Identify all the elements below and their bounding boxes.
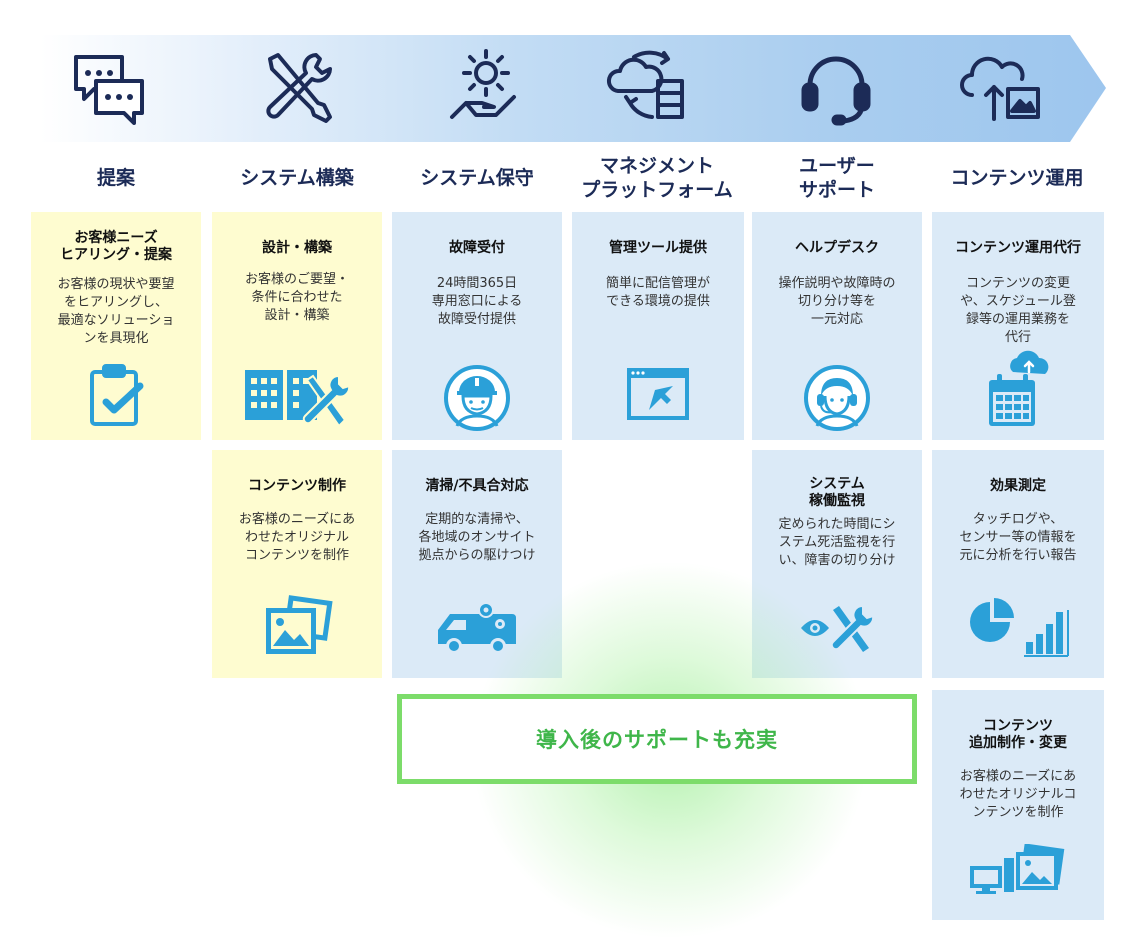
tools-icon [246, 42, 346, 132]
chat-bubbles-icon [58, 42, 158, 132]
card-title: 設計・構築 [262, 240, 332, 256]
card-desc: お客様のご要望・ 条件に合わせた 設計・構築 [244, 272, 349, 323]
card-desc: お客様のニーズにあ わせたオリジナルコ ンテンツを制作 [959, 769, 1077, 820]
process-arrow-band [40, 35, 1106, 142]
phase-proposal: 提案 [96, 167, 135, 189]
photos-icon [258, 594, 336, 660]
browser-cursor-icon [625, 366, 691, 422]
card-title: 効果測定 [990, 478, 1046, 494]
headset-icon [786, 42, 886, 132]
card-hearing: お客様ニーズ ヒアリング・提案 お客様の現状や要望 をヒアリングし、 最適なソリ… [31, 212, 201, 440]
card-desc: 定期的な清掃や、 各地域のオンサイト 拠点からの駆けつけ [418, 512, 536, 563]
card-title: お客様ニーズ ヒアリング・提案 [60, 230, 172, 263]
gear-hand-icon [434, 42, 534, 132]
card-desc: お客様のニーズにあ わせたオリジナル コンテンツを制作 [238, 512, 356, 563]
card-desc: コンテンツの変更 や、スケジュール登 録等の運用業務を 代行 [960, 276, 1076, 345]
card-title: システム 稼働監視 [809, 476, 865, 509]
pie-bar-chart-icon [966, 592, 1070, 658]
card-desc: 操作説明や故障時の 切り分け等を 一元対応 [778, 276, 896, 327]
phase-content-operation: コンテンツ運用 [950, 167, 1084, 189]
card-design: 設計・構築 お客様のご要望・ 条件に合わせた 設計・構築 [212, 212, 382, 440]
cloud-server-icon [598, 42, 698, 132]
card-desc: 24時間365日 専用窓口による 故障受付提供 [431, 276, 523, 327]
card-title: コンテンツ制作 [248, 478, 346, 494]
card-fault-reception: 故障受付 24時間365日 専用窓口による 故障受付提供 [392, 212, 562, 440]
card-effect-measurement: 効果測定 タッチログや、 センサー等の情報を 元に分析を行い報告 [932, 450, 1104, 678]
building-wrench-icon [241, 360, 353, 430]
card-desc: お客様の現状や要望 をヒアリングし、 最適なソリューショ ンを具現化 [57, 277, 175, 346]
card-desc: タッチログや、 センサー等の情報を 元に分析を行い報告 [959, 512, 1077, 563]
card-title: 管理ツール提供 [609, 240, 707, 256]
cloud-image-icon [950, 42, 1050, 132]
card-helpdesk: ヘルプデスク 操作説明や故障時の 切り分け等を 一元対応 [752, 212, 922, 440]
card-management-tool: 管理ツール提供 簡単に配信管理が できる環境の提供 [572, 212, 744, 440]
monitor-photos-icon [966, 844, 1070, 896]
card-content-addition: コンテンツ 追加制作・変更 お客様のニーズにあ わせたオリジナルコ ンテンツを制… [932, 690, 1104, 920]
phase-system-build: システム構築 [240, 167, 354, 189]
phase-system-maintenance: システム保守 [420, 167, 534, 189]
phase-management-platform: マネジメント プラットフォーム [581, 155, 733, 201]
operator-icon [803, 364, 871, 432]
card-title: 故障受付 [449, 240, 505, 256]
card-title: コンテンツ運用代行 [955, 240, 1081, 256]
support-banner: 導入後のサポートも充実 [397, 694, 917, 784]
card-content-production: コンテンツ制作 お客様のニーズにあ わせたオリジナル コンテンツを制作 [212, 450, 382, 678]
card-title: コンテンツ 追加制作・変更 [969, 718, 1067, 751]
card-title: ヘルプデスク [795, 240, 879, 256]
technician-icon [443, 364, 511, 432]
card-title: 清掃/不具合対応 [425, 478, 529, 494]
card-desc: 簡単に配信管理が できる環境の提供 [605, 276, 710, 309]
card-content-operation: コンテンツ運用代行 コンテンツの変更 や、スケジュール登 録等の運用業務を 代行 [932, 212, 1104, 440]
clipboard-check-icon [86, 362, 146, 428]
phase-user-support: ユーザー サポート [798, 155, 875, 201]
calendar-cloud-icon [983, 348, 1053, 430]
